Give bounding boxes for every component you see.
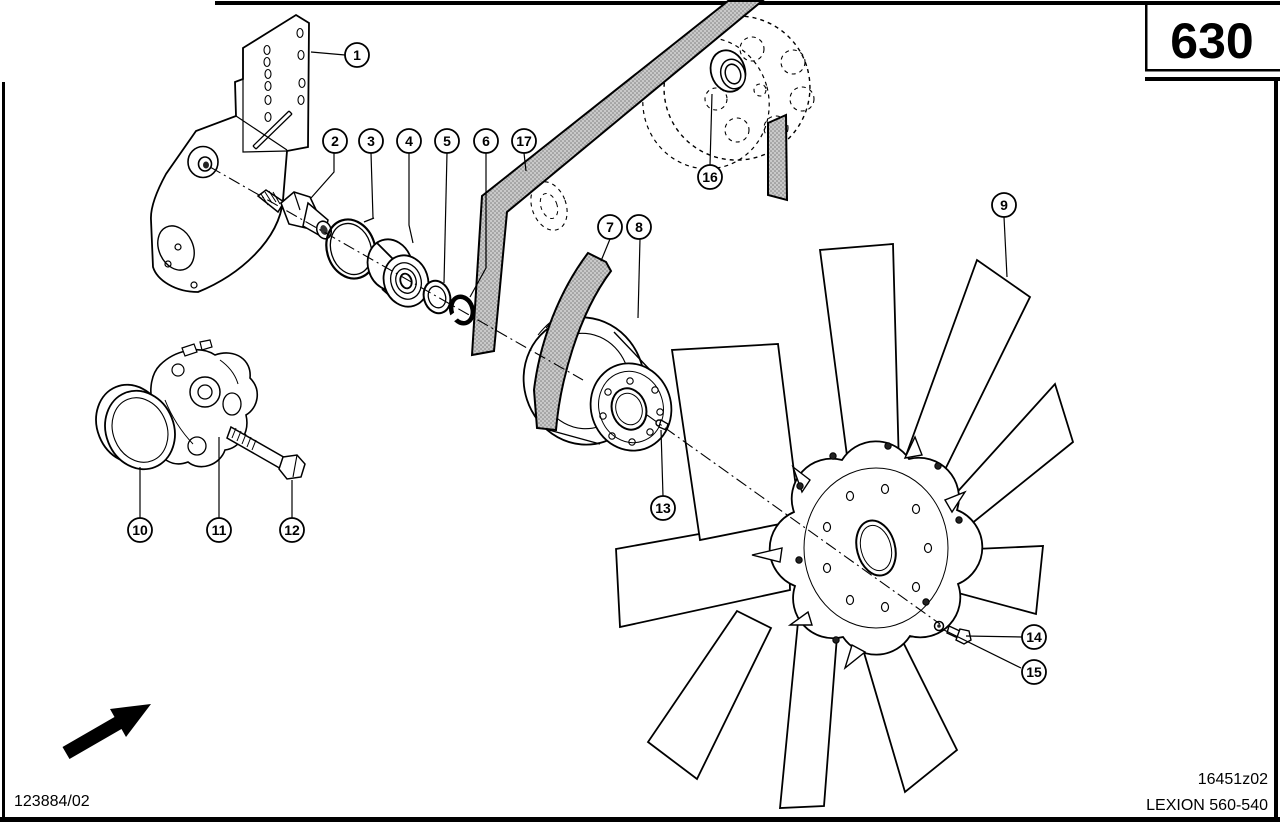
- callout-12-label: 12: [284, 522, 300, 538]
- callout-9-label: 9: [1000, 197, 1008, 213]
- callout-8: 8: [626, 214, 652, 240]
- callout-16-label: 16: [702, 169, 718, 185]
- fan-blade: [818, 243, 900, 472]
- callout-3-label: 3: [367, 133, 375, 149]
- callout-1-label: 1: [353, 47, 361, 63]
- callout-10-label: 10: [132, 522, 148, 538]
- callout-2-label: 2: [331, 133, 339, 149]
- part-10-tensioner: [95, 339, 258, 471]
- callout-15: 15: [1021, 659, 1047, 685]
- callout-10: 10: [127, 517, 153, 543]
- bracket-slot: [252, 110, 293, 150]
- part-1-bracket: [150, 13, 310, 293]
- callout-12: 12: [279, 517, 305, 543]
- direction-arrow-icon: [62, 704, 151, 759]
- part-2-bolt: [256, 189, 333, 240]
- callout-4: 4: [396, 128, 422, 154]
- callout-1: 1: [344, 42, 370, 68]
- bracket-boss: [187, 145, 219, 179]
- callout-9: 9: [991, 192, 1017, 218]
- callout-3: 3: [358, 128, 384, 154]
- part-3-snap-ring-large: [325, 217, 377, 280]
- callout-6-label: 6: [482, 133, 490, 149]
- part-8-pulley: [522, 301, 673, 452]
- fan-blade: [646, 609, 773, 781]
- pulley-bolt-holes: [599, 377, 664, 446]
- callout-7: 7: [597, 214, 623, 240]
- callout-13-label: 13: [655, 500, 671, 516]
- part-6-snap-ring-small: [447, 294, 476, 326]
- bracket-holes: [263, 27, 306, 123]
- callout-14: 14: [1021, 624, 1047, 650]
- part-7-belt-fan: [532, 251, 613, 432]
- leader-lines: [139, 51, 1023, 669]
- callout-14-label: 14: [1026, 629, 1042, 645]
- callout-13: 13: [650, 495, 676, 521]
- fan-assembly: [615, 243, 1075, 809]
- axis-line-front: [209, 166, 584, 381]
- callout-11: 11: [206, 517, 232, 543]
- callout-15-label: 15: [1026, 664, 1042, 680]
- callout-2: 2: [322, 128, 348, 154]
- part-16-bushing: [709, 49, 747, 93]
- callout-8-label: 8: [635, 219, 643, 235]
- callout-6: 6: [473, 128, 499, 154]
- part-5-washer: [422, 279, 452, 315]
- callouts: 1 2 3 4 5 6 7 8 9 10 11 12 13 14 15 16 1…: [127, 42, 1047, 685]
- fan-blade: [670, 343, 801, 542]
- callout-16: 16: [697, 164, 723, 190]
- image-reference: 16451z02: [1198, 771, 1268, 788]
- part-14-bolt-small: [946, 625, 972, 645]
- callout-7-label: 7: [606, 219, 614, 235]
- part-12-bolt-long: [226, 425, 306, 480]
- fan-blade: [779, 621, 839, 809]
- axis-line-fan: [646, 414, 941, 625]
- fan-hub-bolt-holes: [822, 483, 933, 613]
- fan-hub-inner-ring: [803, 467, 949, 629]
- callout-17-label: 17: [516, 133, 532, 149]
- callout-4-label: 4: [405, 133, 413, 149]
- callout-11-label: 11: [212, 522, 227, 538]
- callout-5-label: 5: [443, 133, 451, 149]
- part-4-bearing: [366, 238, 430, 308]
- part-17-belt-main: [470, 0, 789, 357]
- model-range: LEXION 560-540: [1146, 797, 1268, 814]
- callout-5: 5: [434, 128, 460, 154]
- bracket-pad: [157, 225, 195, 271]
- fan-hub-spurs: [751, 435, 967, 670]
- callout-17: 17: [511, 128, 537, 154]
- part-15-washer-small: [933, 620, 945, 632]
- drawing-reference: 123884/02: [14, 793, 90, 810]
- page-number: 630: [1170, 13, 1253, 69]
- fan-hub-clips: [795, 442, 963, 644]
